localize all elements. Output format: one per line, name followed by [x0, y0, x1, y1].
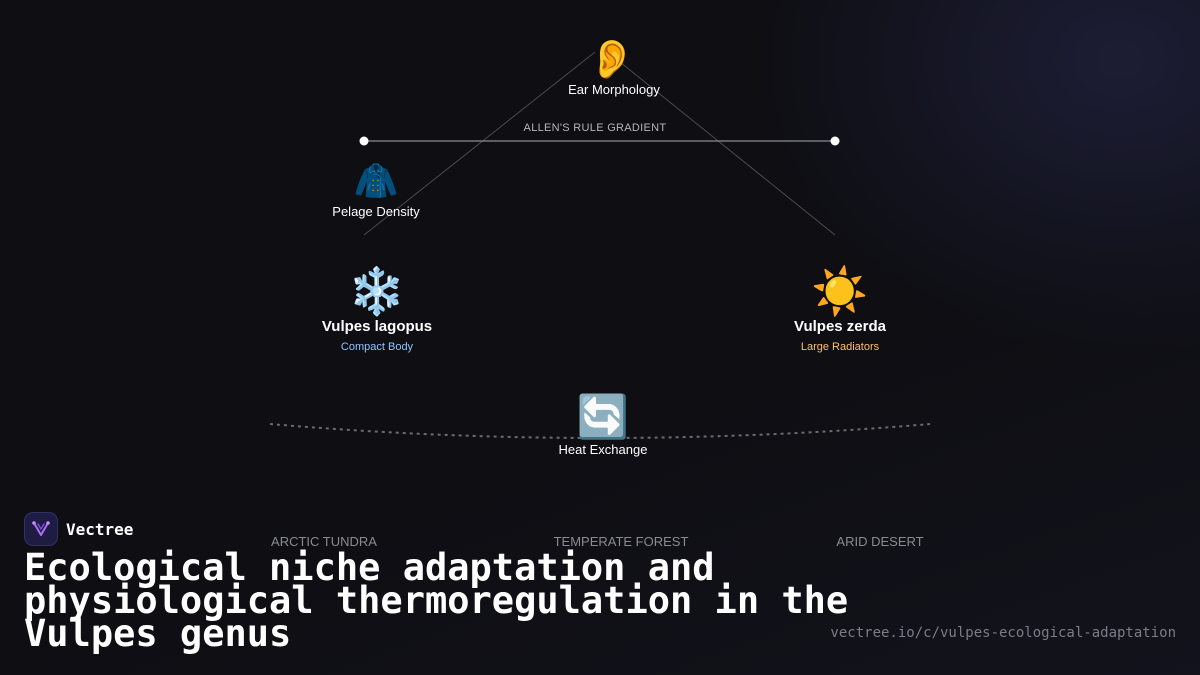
- source-url[interactable]: vectree.io/c/vulpes-ecological-adaptatio…: [830, 625, 1176, 641]
- node-vulpes-lagopus: ❄️ Vulpes lagopus Compact Body: [322, 268, 432, 353]
- ear-morphology-label: Ear Morphology: [568, 82, 660, 97]
- page-title: Ecological niche adaptation and physiolo…: [24, 546, 849, 655]
- brand-name: Vectree: [66, 519, 134, 539]
- snowflake-icon: ❄️: [348, 264, 406, 318]
- sun-icon: ☀️: [811, 264, 869, 318]
- pelage-density-label: Pelage Density: [332, 204, 420, 219]
- node-pelage-density: 🧥 Pelage Density: [332, 161, 420, 220]
- gradient-label: ALLEN'S RULE GRADIENT: [523, 122, 667, 134]
- zone-arid-desert: ARID DESERT: [836, 534, 924, 549]
- node-vulpes-zerda: ☀️ Vulpes zerda Large Radiators: [794, 268, 886, 353]
- vulpes-lagopus-label: Vulpes lagopus: [321, 318, 433, 335]
- large-radiators-label: Large Radiators: [800, 341, 880, 353]
- brand[interactable]: Vectree: [24, 512, 133, 546]
- ear-icon: 👂: [588, 37, 636, 81]
- coat-icon: 🧥: [353, 161, 399, 202]
- ear-link-left: [363, 51, 596, 236]
- cycle-arrows-icon: 🔄: [576, 392, 630, 441]
- heat-exchange-label: Heat Exchange: [558, 442, 648, 457]
- zone-arctic-tundra: ARCTIC TUNDRA: [271, 534, 377, 549]
- ear-link-right: [614, 57, 836, 236]
- vulpes-zerda-label: Vulpes zerda: [794, 318, 886, 335]
- zone-temperate-forest: TEMPERATE FOREST: [553, 534, 689, 549]
- gradient-endpoint-left: [359, 136, 369, 146]
- node-ear-morphology: 👂 Ear Morphology: [564, 40, 660, 97]
- compact-body-label: Compact Body: [340, 341, 414, 353]
- vectree-logo-icon: [24, 512, 58, 546]
- node-heat-exchange: 🔄 Heat Exchange: [558, 392, 648, 458]
- gradient-endpoint-right: [830, 136, 840, 146]
- climate-curve: [269, 423, 931, 439]
